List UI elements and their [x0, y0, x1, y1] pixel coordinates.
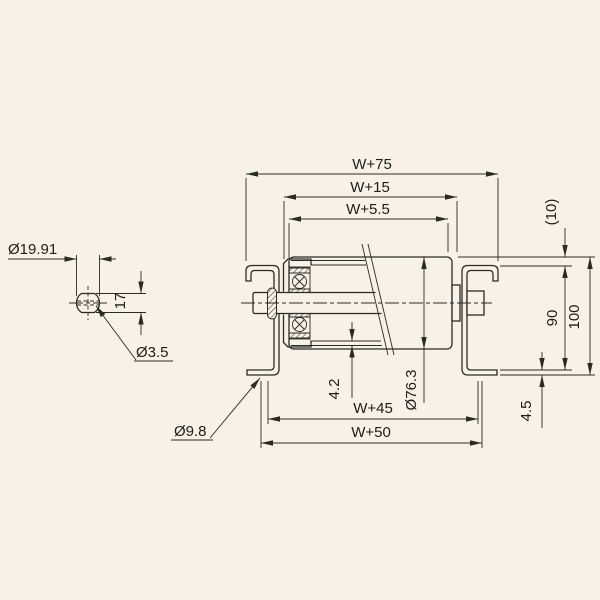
end-cap-left: [282, 258, 312, 348]
dim-label-dia1991: Ø19.91: [8, 241, 57, 258]
cap-face-top: [282, 258, 312, 292]
leader-dia98: [209, 377, 261, 439]
frame-left-inner-contour: [246, 269, 275, 371]
cap-face-bottom: [282, 314, 312, 348]
dim-label-w15: W+15: [350, 179, 390, 196]
dim-label-w50: W+50: [351, 424, 391, 441]
spring-pin: [267, 287, 277, 320]
spring-pin-body: [267, 287, 277, 320]
bearing-bottom-ball-cross: [294, 319, 305, 330]
frame-rail-right: [461, 264, 499, 376]
bearing-top-outer-ring: [288, 267, 311, 274]
frame-rail-left: [245, 264, 280, 376]
break-line-1: [361, 243, 389, 356]
dim-label-w45: W+45: [353, 400, 393, 417]
bearing-bottom-ball: [292, 317, 307, 332]
frame-left-outer-contour: [245, 264, 280, 376]
bearing-bottom: [288, 310, 311, 340]
dim-label-w55: W+5.5: [346, 201, 390, 218]
dim-label-w75: W+75: [352, 156, 392, 173]
bearing-top-ball: [292, 274, 307, 289]
leader-dia35: [95, 305, 137, 361]
dim-label-45: 4.5: [518, 401, 535, 422]
shaft-end-view: [69, 286, 108, 320]
dim-label-90: 90: [544, 310, 561, 327]
dim-label-100: 100: [566, 304, 583, 329]
dim-label-ref10: (10): [543, 199, 560, 226]
frame-right-outer-contour: [461, 264, 499, 376]
dim-label-dia76: Ø76.3: [403, 370, 420, 411]
frame-right-inner-contour: [466, 269, 498, 371]
shaft-end-shape: [75, 292, 101, 314]
dim-label-dia98: Ø9.8: [174, 423, 207, 440]
bearing-bottom-outer-ring: [288, 332, 311, 339]
break-line-2: [367, 243, 395, 356]
dim-label-42: 4.2: [326, 379, 343, 400]
front-view: [241, 243, 499, 376]
bearing-top-ball-cross: [294, 276, 305, 287]
dim-label-dia35: Ø3.5: [136, 344, 169, 361]
bearing-top: [288, 266, 311, 296]
dimensions: W+75 W+15 W+5.5 W+45 W+50 Ø76.3 4.2 (10: [8, 156, 595, 448]
dim-label-17: 17: [112, 293, 129, 310]
